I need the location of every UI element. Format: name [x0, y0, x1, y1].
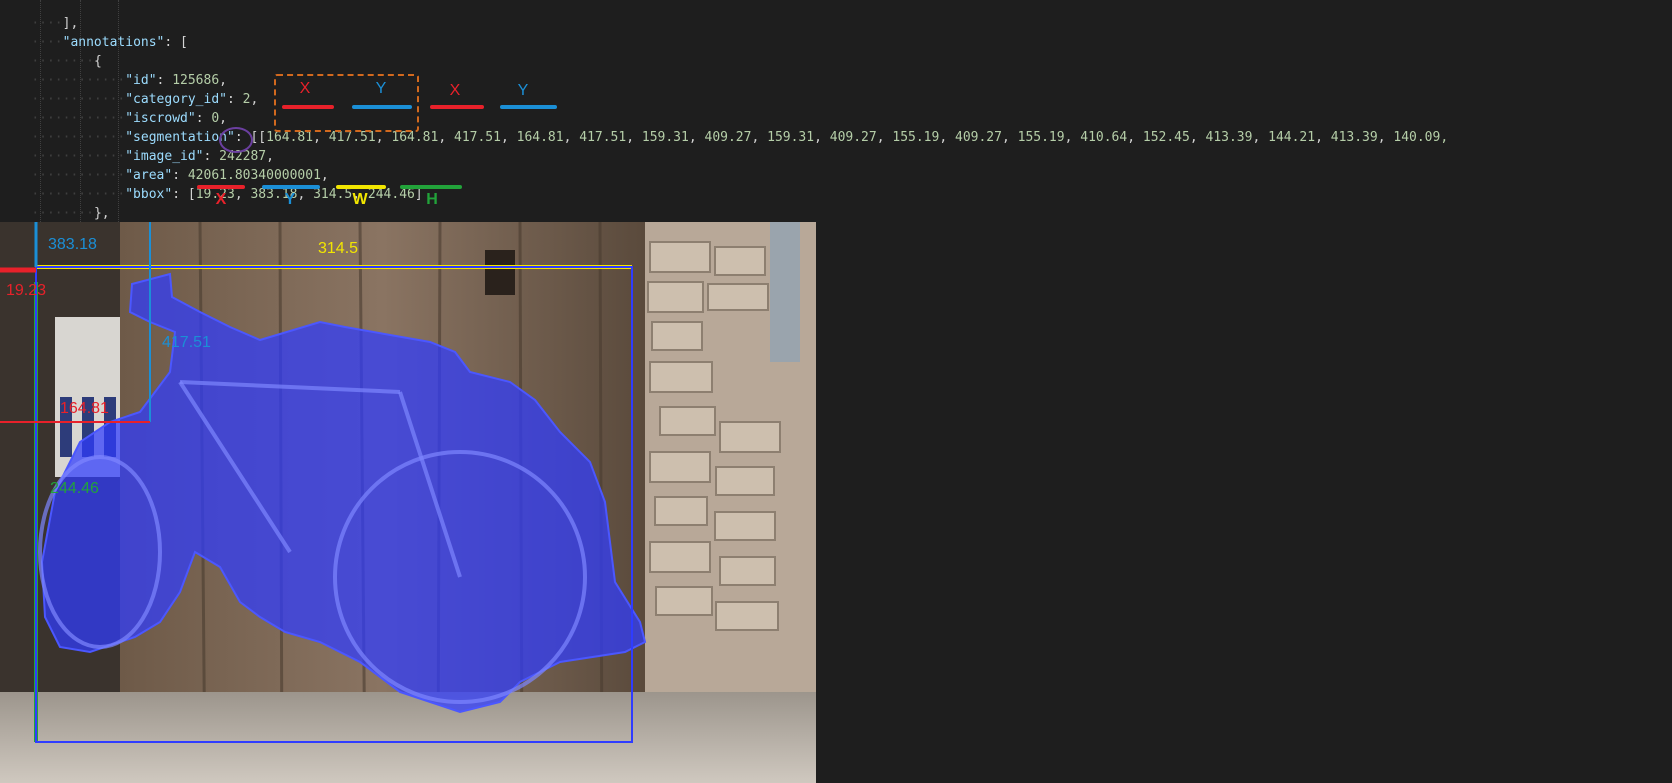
object-open: { [93, 54, 102, 69]
bbox-underline-w [336, 185, 386, 189]
code-line: ····], [0, 0, 78, 31]
annotated-photo: 383.18 314.5 19.23 417.51 164.81 244.46 [0, 222, 816, 783]
photo-scene [0, 222, 816, 783]
category-id-key: "category_id" [125, 92, 227, 107]
indent-guide [80, 0, 81, 222]
segmentation-value: 409.27 [955, 130, 1002, 145]
bbox-x-value: 19.23 [195, 187, 235, 202]
bbox-w-value: 314.5 [313, 187, 353, 202]
segmentation-key: "segmentation" [125, 130, 235, 145]
segmentation-value: 410.64 [1080, 130, 1128, 145]
code-line: ········{ [0, 204, 102, 222]
code-line: ········}, [31, 206, 110, 221]
segmentation-value: 413.39 [1330, 130, 1378, 145]
image-id-value: 242287 [219, 149, 267, 164]
code-line-area: ············"area": 42061.80340000001, [31, 168, 329, 183]
segmentation-value: 417.51 [454, 130, 501, 145]
segmentation-value: 164.81 [391, 130, 439, 145]
segmentation-value: 417.51 [579, 130, 627, 145]
array-close: ], [62, 16, 79, 31]
indent-guide [118, 0, 119, 222]
area-value: 42061.80340000001 [187, 168, 321, 183]
segmentation-value: 409.27 [829, 130, 877, 145]
code-line: ········{ [31, 54, 102, 69]
annotations-key: "annotations" [62, 35, 165, 50]
json-editor[interactable]: ····], ····"annotations": [ ········{ ··… [0, 0, 1672, 222]
segmentation-value: 155.19 [892, 130, 940, 145]
segmentation-highlight-box [274, 74, 419, 132]
segmentation-value: 152.45 [1142, 130, 1190, 145]
area-key: "area" [125, 168, 173, 183]
ground [0, 692, 816, 783]
seg-underline-y1 [352, 105, 412, 109]
category-id-value: 2 [242, 92, 251, 107]
bbox-label-h: H [426, 191, 438, 208]
segmentation-values: 164.81, 417.51, 164.81, 417.51, 164.81, … [266, 130, 1449, 145]
bike-rear-wheel [333, 450, 587, 704]
drain-pipe [770, 222, 800, 362]
id-key: "id" [125, 73, 157, 88]
photo-label-h: 244.46 [50, 480, 99, 497]
iscrowd-key: "iscrowd" [125, 111, 196, 126]
code-line-iscrowd: ············"iscrowd": 0, [31, 111, 227, 126]
bbox-h-value: 244.46 [367, 187, 415, 202]
segmentation-value: 159.31 [641, 130, 689, 145]
code-line-bbox: ············"bbox": [19.23, 383.18, 314.… [31, 187, 423, 202]
segmentation-value: 155.19 [1017, 130, 1065, 145]
segmentation-value: 164.81 [266, 130, 314, 145]
photo-label-seg-y: 417.51 [162, 334, 211, 351]
seg-label-y2: Y [517, 82, 529, 99]
code-line-image-id: ············"image_id": 242287, [31, 149, 274, 164]
segmentation-value: 413.39 [1205, 130, 1253, 145]
seg-underline-x1 [282, 105, 334, 109]
segmentation-value: 417.51 [328, 130, 376, 145]
bbox-underline-x [197, 185, 245, 189]
photo-label-seg-x: 164.81 [60, 400, 109, 417]
segmentation-value: 409.27 [704, 130, 752, 145]
code-line-id: ············"id": 125686, [31, 73, 227, 88]
bbox-y-value: 383.18 [250, 187, 298, 202]
seg-label-x1: X [299, 80, 311, 97]
segmentation-value: 140.09, [1393, 130, 1449, 145]
bbox-underline-y [262, 185, 320, 189]
photo-label-w: 314.5 [318, 240, 359, 257]
image-id-key: "image_id" [125, 149, 204, 164]
segmentation-value: 164.81 [516, 130, 564, 145]
seg-underline-y2 [500, 105, 557, 109]
photo-label-x: 19.23 [6, 282, 47, 299]
bike-front-wheel [38, 455, 162, 649]
photo-label-y: 383.18 [48, 236, 97, 253]
code-line: ····"annotations": [ [31, 35, 188, 50]
bbox-key: "bbox" [125, 187, 173, 202]
segmentation-value: 144.21 [1268, 130, 1316, 145]
code-line-category: ············"category_id": 2, [31, 92, 259, 107]
iscrowd-value: 0 [211, 111, 220, 126]
code-line-segmentation: ············"segmentation": [[164.81, 41… [31, 130, 1449, 145]
bbox-outline [35, 266, 633, 743]
id-value: 125686 [172, 73, 220, 88]
seg-label-y1: Y [375, 80, 387, 97]
bbox-underline-h [400, 185, 462, 189]
bbox-label-y: Y [284, 191, 296, 208]
segmentation-value: 159.31 [767, 130, 815, 145]
door-slot [485, 250, 515, 295]
bbox-label-w: W [352, 191, 368, 208]
object-close: }, [93, 206, 110, 221]
bbox-label-x: X [215, 191, 227, 208]
indent-dots: ···· [31, 16, 63, 31]
indent-guide [40, 0, 41, 222]
seg-label-x2: X [449, 82, 461, 99]
image-id-circle [219, 127, 253, 153]
seg-underline-x2 [430, 105, 484, 109]
annotations-open: : [ [164, 35, 188, 50]
